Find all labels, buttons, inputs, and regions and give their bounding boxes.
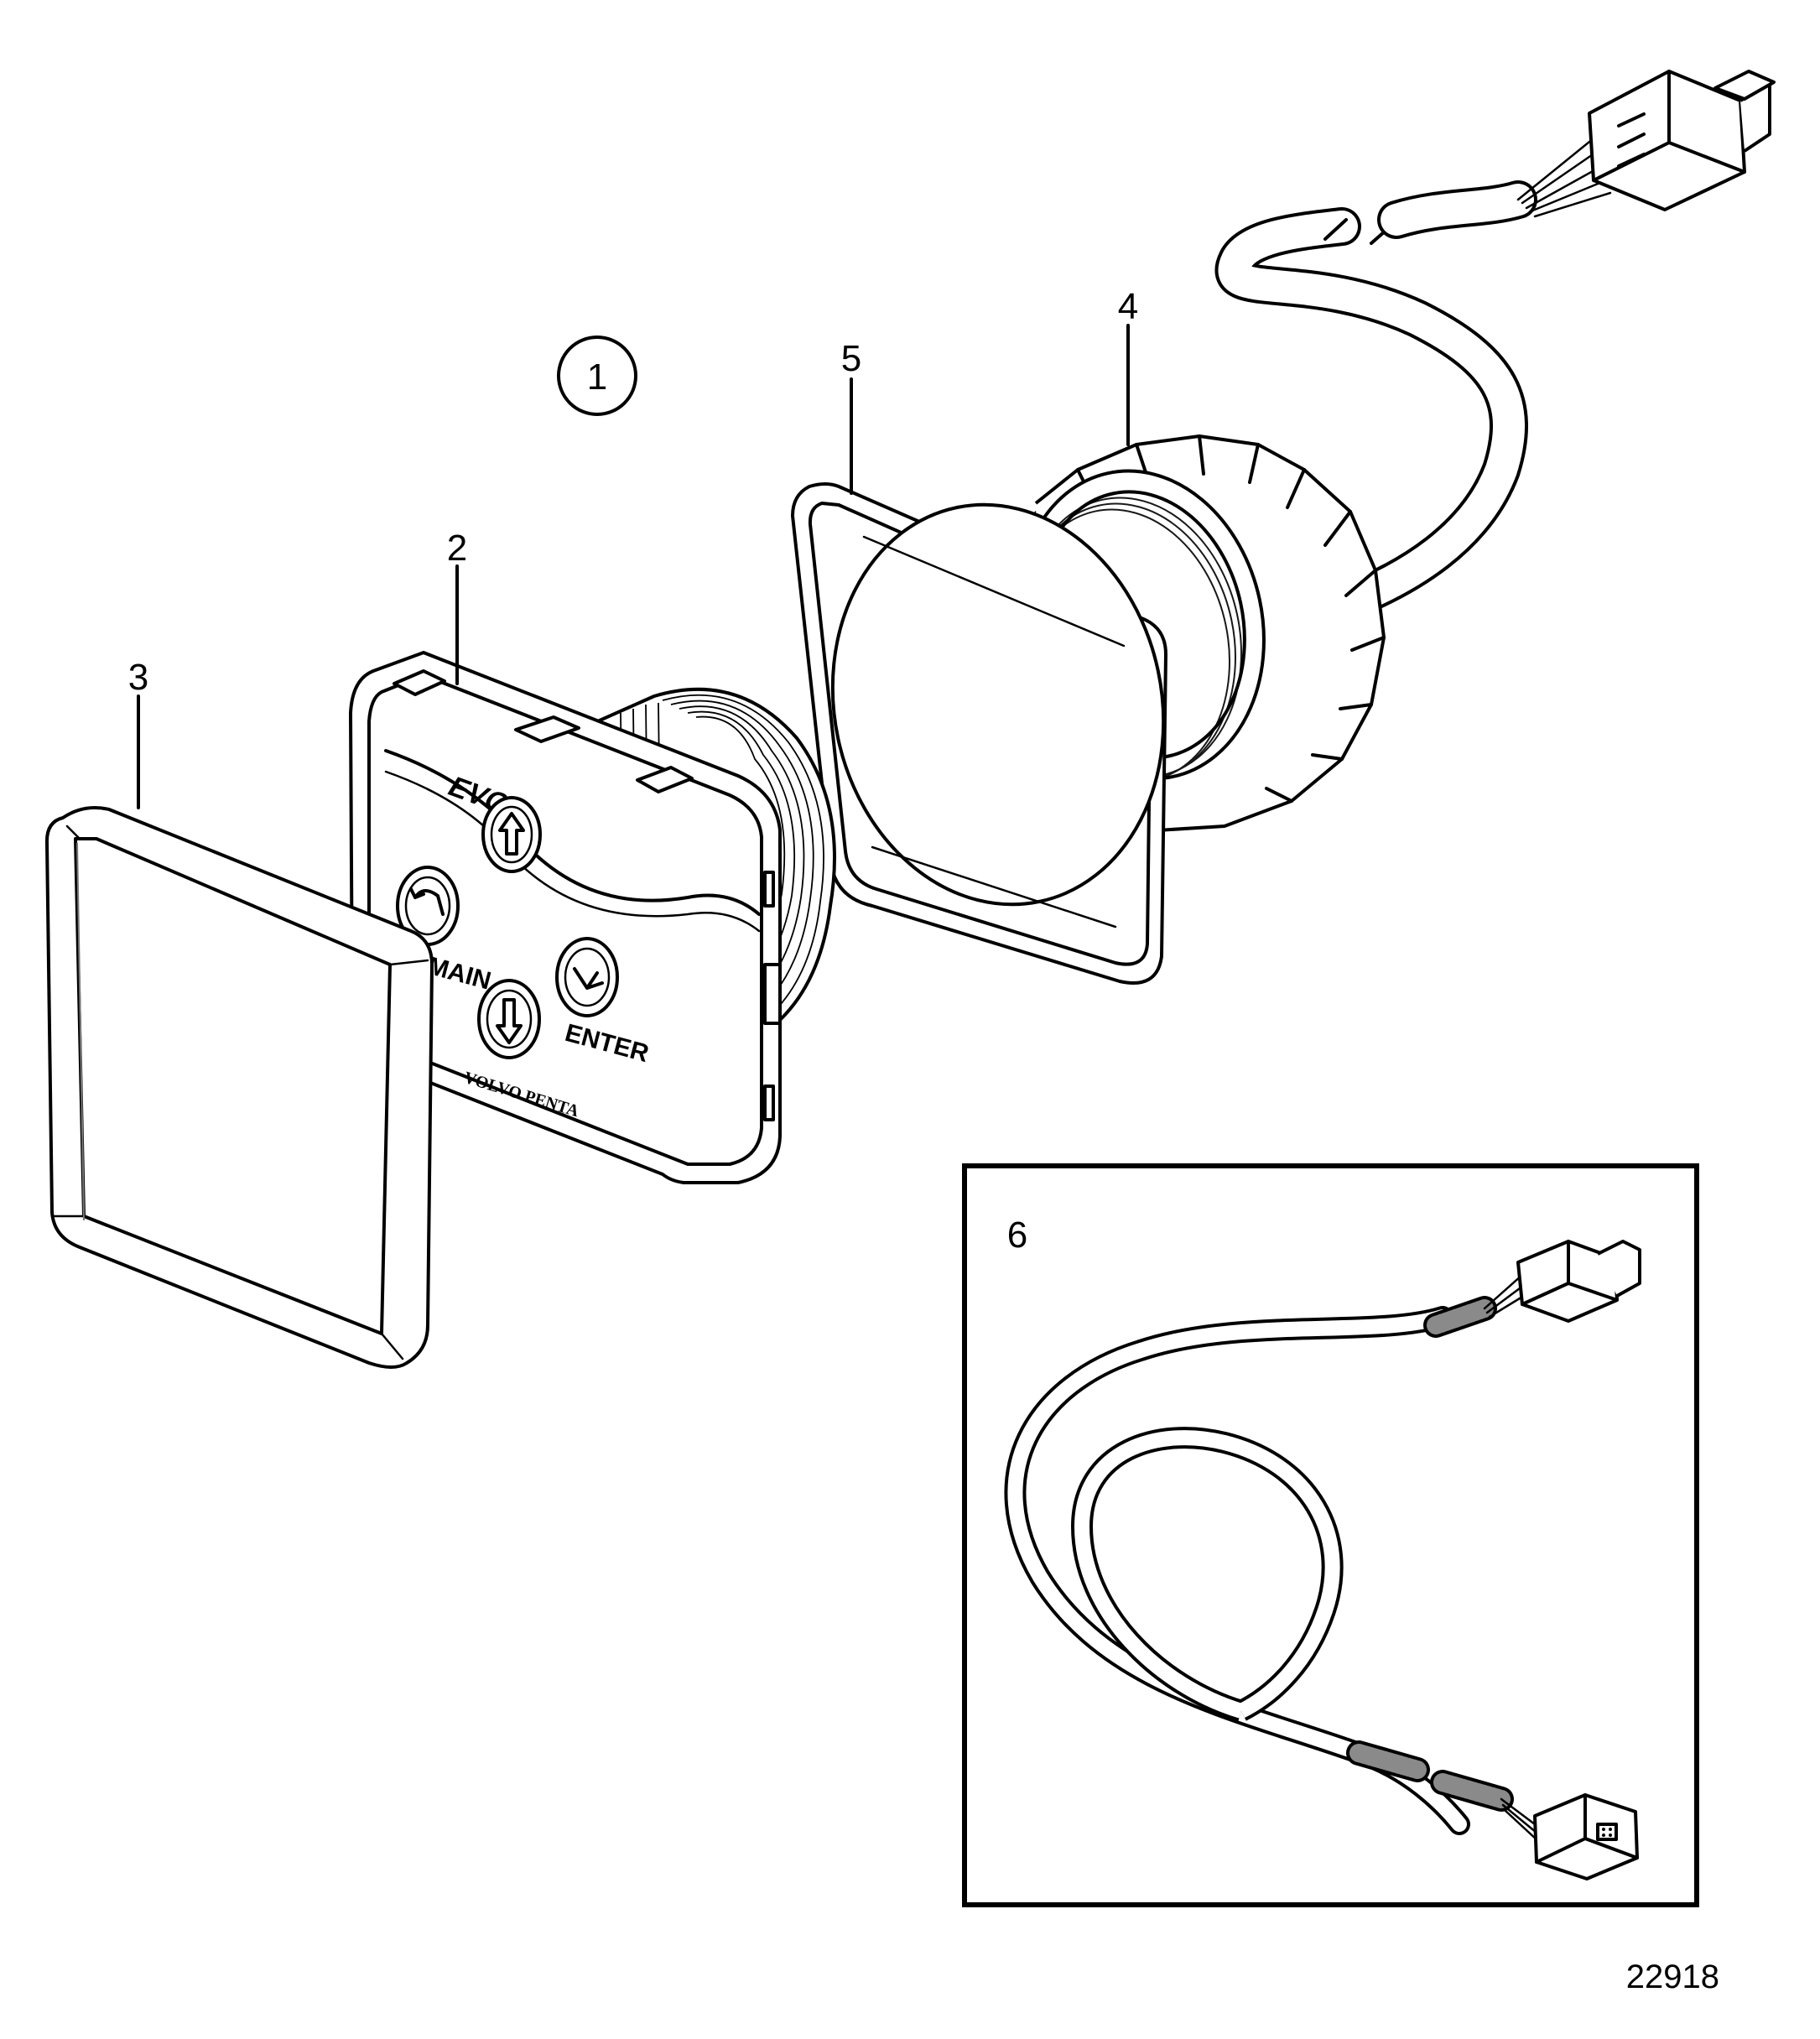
enter-icon	[573, 967, 604, 990]
assembly-marker: 1	[557, 335, 637, 416]
inset-top-connector	[1516, 1240, 1641, 1323]
inset-bottom-connector	[1533, 1793, 1639, 1880]
callout-part-4: 4	[1118, 286, 1138, 327]
arrow-up-icon	[498, 812, 525, 856]
part-6-inset: 6	[962, 1163, 1699, 1907]
main-button[interactable]	[396, 866, 460, 946]
part-3-bezel	[44, 806, 434, 1369]
arrow-down-icon	[496, 998, 523, 1044]
callout-part-5: 5	[841, 338, 861, 379]
part-5-gasket	[791, 482, 1167, 985]
assembly-number: 1	[587, 356, 607, 398]
drawing-number: 22918	[1626, 1958, 1719, 1995]
callout-part-2: 2	[447, 528, 467, 569]
top-connector	[1588, 70, 1776, 211]
callout-part-3: 3	[128, 657, 148, 698]
down-button[interactable]	[477, 979, 541, 1059]
up-button[interactable]	[481, 796, 542, 873]
enter-button[interactable]	[555, 937, 619, 1017]
part-2-keypad: EVC MAIN ENTER VOLVO PENTA	[349, 651, 836, 1184]
return-icon	[409, 887, 445, 916]
callout-part-6: 6	[1007, 1215, 1027, 1256]
